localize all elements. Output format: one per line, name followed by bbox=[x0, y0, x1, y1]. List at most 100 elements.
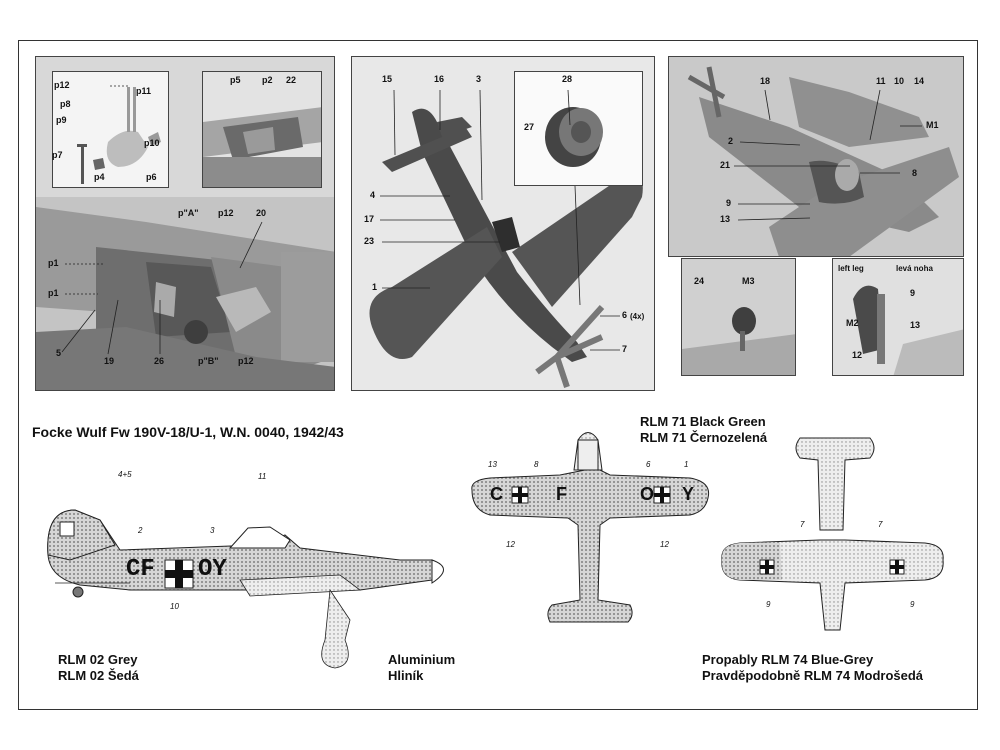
page-title: Focke Wulf Fw 190V-18/U-1, W.N. 0040, 19… bbox=[32, 424, 344, 440]
label-13b: 13 bbox=[910, 320, 921, 330]
label-pA: p"A" bbox=[178, 208, 199, 218]
label-14: 14 bbox=[914, 76, 925, 86]
label-p11: p11 bbox=[136, 86, 152, 96]
top-letter-F: F bbox=[556, 484, 567, 504]
cockpit-photo-drawing bbox=[36, 57, 334, 390]
side-label-2: 2 bbox=[138, 526, 143, 535]
tail-wheel-drawing bbox=[682, 259, 795, 375]
label-p4: p4 bbox=[94, 172, 105, 182]
cockpit-photo bbox=[35, 56, 335, 391]
label-p12: p12 bbox=[54, 80, 70, 90]
under-label-9b: 9 bbox=[910, 600, 915, 609]
label-4x: (4x) bbox=[630, 312, 645, 321]
label-p2: p2 bbox=[262, 75, 273, 85]
side-label-4-5: 4+5 bbox=[118, 470, 132, 479]
top-letter-C: C bbox=[490, 484, 503, 504]
label-p10: p10 bbox=[144, 138, 160, 148]
top-letter-O: O bbox=[640, 484, 655, 504]
label-27: 27 bbox=[524, 122, 535, 132]
side-code-right: OY bbox=[198, 556, 227, 583]
label-22: 22 bbox=[286, 75, 297, 85]
top-label-13: 13 bbox=[488, 460, 497, 469]
label-p6: p6 bbox=[146, 172, 157, 182]
top-label-1: 1 bbox=[684, 460, 689, 469]
label-p8: p8 bbox=[60, 99, 71, 109]
model-underside-photo bbox=[668, 56, 964, 257]
label-1: 1 bbox=[372, 282, 378, 292]
under-label-7b: 7 bbox=[878, 520, 883, 529]
cockpit-tub-inset bbox=[202, 71, 322, 188]
caption-rlm71: RLM 71 Black Green RLM 71 Černozelená bbox=[640, 414, 767, 446]
wheel-inset bbox=[514, 71, 643, 186]
left-leg-drawing bbox=[833, 259, 963, 375]
label-7: 7 bbox=[622, 344, 628, 354]
label-24: 24 bbox=[694, 276, 705, 286]
side-label-3: 3 bbox=[210, 526, 215, 535]
label-5: 5 bbox=[56, 348, 62, 358]
leader-lines bbox=[61, 85, 922, 355]
caption-rlm74-cz: Pravděpodobně RLM 74 Modrošedá bbox=[702, 668, 924, 683]
label-pB: p"B" bbox=[198, 356, 219, 366]
label-p12-mid: p12 bbox=[218, 208, 234, 218]
label-2-photo: 2 bbox=[728, 136, 734, 146]
cockpit-parts-drawing bbox=[53, 72, 168, 187]
caption-rlm02-cz: RLM 02 Šedá bbox=[58, 668, 139, 683]
label-4: 4 bbox=[370, 190, 376, 200]
label-p7: p7 bbox=[52, 150, 63, 160]
label-28: 28 bbox=[562, 74, 573, 84]
side-code-left: CF bbox=[126, 556, 155, 583]
wheel-drawing bbox=[515, 72, 642, 185]
outer-frame bbox=[18, 40, 978, 710]
underside-drawing bbox=[669, 57, 963, 256]
label-p1-b: p1 bbox=[48, 288, 59, 298]
under-label-7a: 7 bbox=[800, 520, 805, 529]
label-M3: M3 bbox=[742, 276, 755, 286]
top-label-8: 8 bbox=[534, 460, 539, 469]
caption-alu-cz: Hliník bbox=[388, 668, 424, 683]
label-10: 10 bbox=[894, 76, 905, 86]
label-19: 19 bbox=[104, 356, 115, 366]
label-13: 13 bbox=[720, 214, 731, 224]
label-15: 15 bbox=[382, 74, 393, 84]
label-3: 3 bbox=[476, 74, 482, 84]
top-label-6: 6 bbox=[646, 460, 651, 469]
side-label-11: 11 bbox=[258, 472, 267, 481]
caption-rlm74: Propably RLM 74 Blue-Grey Pravděpodobně … bbox=[702, 652, 923, 684]
label-11: 11 bbox=[876, 76, 886, 86]
caption-rlm71-en: RLM 71 Black Green bbox=[640, 414, 766, 429]
label-16: 16 bbox=[434, 74, 445, 84]
label-21: 21 bbox=[720, 160, 731, 170]
label-p9: p9 bbox=[56, 115, 67, 125]
label-26: 26 bbox=[154, 356, 165, 366]
label-8: 8 bbox=[912, 168, 918, 178]
top-label-12b: 12 bbox=[660, 540, 669, 549]
side-label-10: 10 bbox=[170, 602, 179, 611]
label-p5: p5 bbox=[230, 75, 241, 85]
cockpit-tub-drawing bbox=[203, 72, 321, 187]
label-p1-a: p1 bbox=[48, 258, 59, 268]
label-p12-bot: p12 bbox=[238, 356, 254, 366]
label-17: 17 bbox=[364, 214, 375, 224]
caption-rlm71-cz: RLM 71 Černozelená bbox=[640, 430, 768, 445]
cockpit-parts-inset bbox=[52, 71, 169, 188]
caption-rlm02: RLM 02 Grey RLM 02 Šedá bbox=[58, 652, 139, 684]
label-6: 6 bbox=[622, 310, 628, 320]
label-M1: M1 bbox=[926, 120, 939, 130]
under-label-9a: 9 bbox=[766, 600, 771, 609]
caption-rlm74-en: Propably RLM 74 Blue-Grey bbox=[702, 652, 874, 667]
label-9: 9 bbox=[726, 198, 732, 208]
tail-wheel-inset bbox=[681, 258, 796, 376]
label-9b: 9 bbox=[910, 288, 916, 298]
label-leva-noha: levá noha bbox=[896, 264, 933, 273]
label-18: 18 bbox=[760, 76, 771, 86]
caption-alu-en: Aluminium bbox=[388, 652, 456, 667]
caption-alu: Aluminium Hliník bbox=[388, 652, 455, 684]
top-letter-Y: Y bbox=[682, 484, 695, 504]
label-left-leg: left leg bbox=[838, 264, 864, 273]
label-20: 20 bbox=[256, 208, 267, 218]
label-23: 23 bbox=[364, 236, 375, 246]
left-leg-inset bbox=[832, 258, 964, 376]
label-12: 12 bbox=[852, 350, 863, 360]
top-label-12a: 12 bbox=[506, 540, 515, 549]
label-M2: M2 bbox=[846, 318, 859, 328]
